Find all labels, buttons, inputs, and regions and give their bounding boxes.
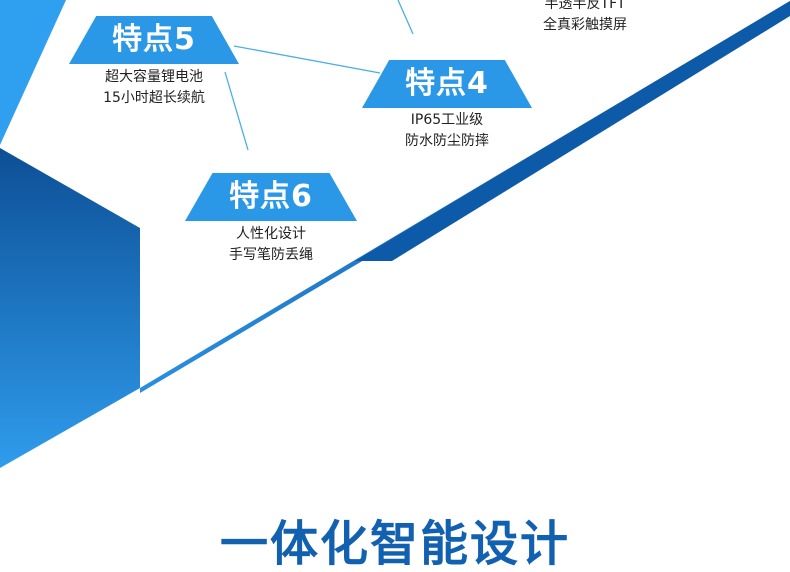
feature5-badge: 特点5 — [69, 16, 239, 64]
connector-f5-f6 — [224, 71, 249, 151]
feature5-line1: 超大容量锂电池 — [105, 69, 203, 85]
left-block — [0, 148, 140, 468]
feature3-line2: 全真彩触摸屏 — [543, 17, 627, 33]
feature6-line1: 人性化设计 — [236, 226, 306, 242]
right-dark-band — [355, 1, 790, 261]
connector-f4-f3 — [397, 0, 414, 35]
feature6-title: 特点6 — [229, 179, 313, 214]
feature3-description: 半透半反TFT 全真彩触摸屏 — [525, 0, 645, 36]
feature5-description: 超大容量锂电池 15小时超长续航 — [69, 67, 239, 109]
feature4-description: IP65工业级 防水防尘防摔 — [362, 110, 532, 152]
feature4-line1: IP65工业级 — [410, 112, 484, 128]
feature6-line2: 手写笔防丢绳 — [229, 247, 313, 263]
connector-f5-f4 — [233, 45, 381, 74]
feature5-line2: 15小时超长续航 — [103, 90, 205, 106]
top-left-wedge — [0, 0, 66, 145]
headline: 一体化智能设计 — [219, 516, 570, 572]
feature5-title: 特点5 — [112, 22, 196, 57]
connector-lines — [224, 0, 414, 151]
feature3-line1: 半透半反TFT — [544, 0, 626, 12]
feature6-badge: 特点6 — [185, 173, 357, 221]
feature4-title: 特点4 — [405, 66, 489, 101]
feature4-badge: 特点4 — [362, 60, 532, 108]
feature6-description: 人性化设计 手写笔防丢绳 — [185, 224, 357, 266]
feature4-line2: 防水防尘防摔 — [405, 133, 489, 149]
